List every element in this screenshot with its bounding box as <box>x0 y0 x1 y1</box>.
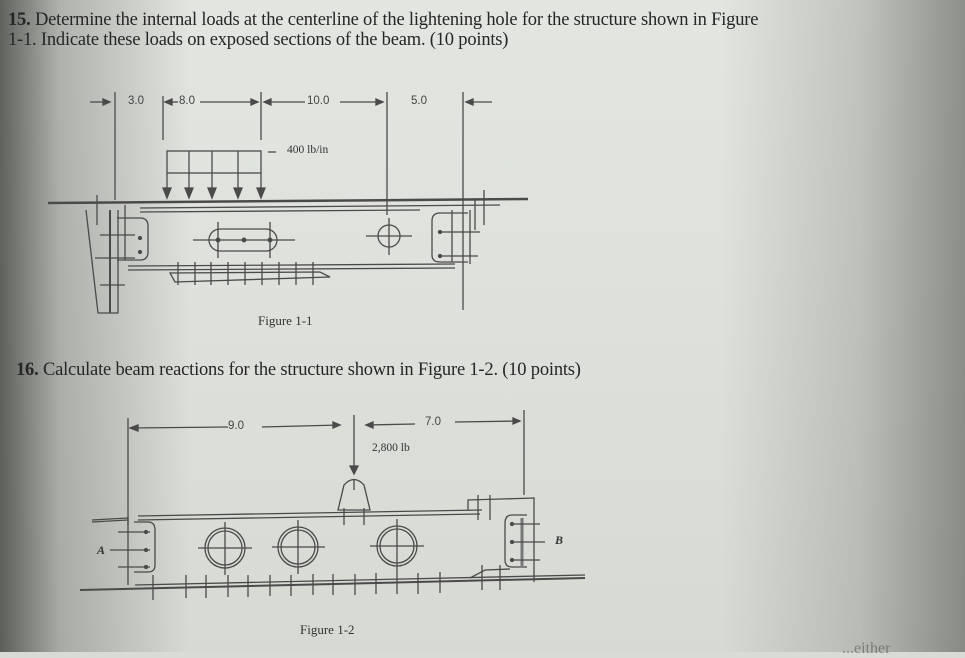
figure-1-2-dim-9: 9.0 <box>228 420 244 432</box>
figure-1-2-caption: Figure 1-2 <box>300 622 355 637</box>
question-15-number: 15. <box>8 10 31 30</box>
figure-1-1-dim-5: 5.0 <box>411 95 427 107</box>
question-16-line1: Calculate beam reactions for the structu… <box>42 360 581 380</box>
figure-1-2-load-label: 2,800 lb <box>372 442 410 454</box>
support-b-label: B <box>555 533 564 547</box>
question-16-number: 16. <box>16 360 39 380</box>
figure-1-1-load-label: 400 lb/in <box>287 144 329 156</box>
figure-1-1-dim-3: 3.0 <box>128 95 144 107</box>
question-15-line2: 1-1. Indicate these loads on exposed sec… <box>8 30 509 50</box>
question-16: 16. Calculate beam reactions for the str… <box>16 360 581 380</box>
figure-1-1-caption: Figure 1-1 <box>258 313 313 328</box>
support-a-label: A <box>97 543 106 557</box>
cutoff-text: ...either <box>842 640 891 657</box>
figure-1-1-dim-10: 10.0 <box>307 95 330 107</box>
question-15-line1: Determine the internal loads at the cent… <box>34 10 759 30</box>
figure-1-1-dim-8: 8.0 <box>179 95 195 107</box>
question-15: 15. Determine the internal loads at the … <box>8 10 758 50</box>
figure-1-2-dim-7: 7.0 <box>425 416 441 428</box>
